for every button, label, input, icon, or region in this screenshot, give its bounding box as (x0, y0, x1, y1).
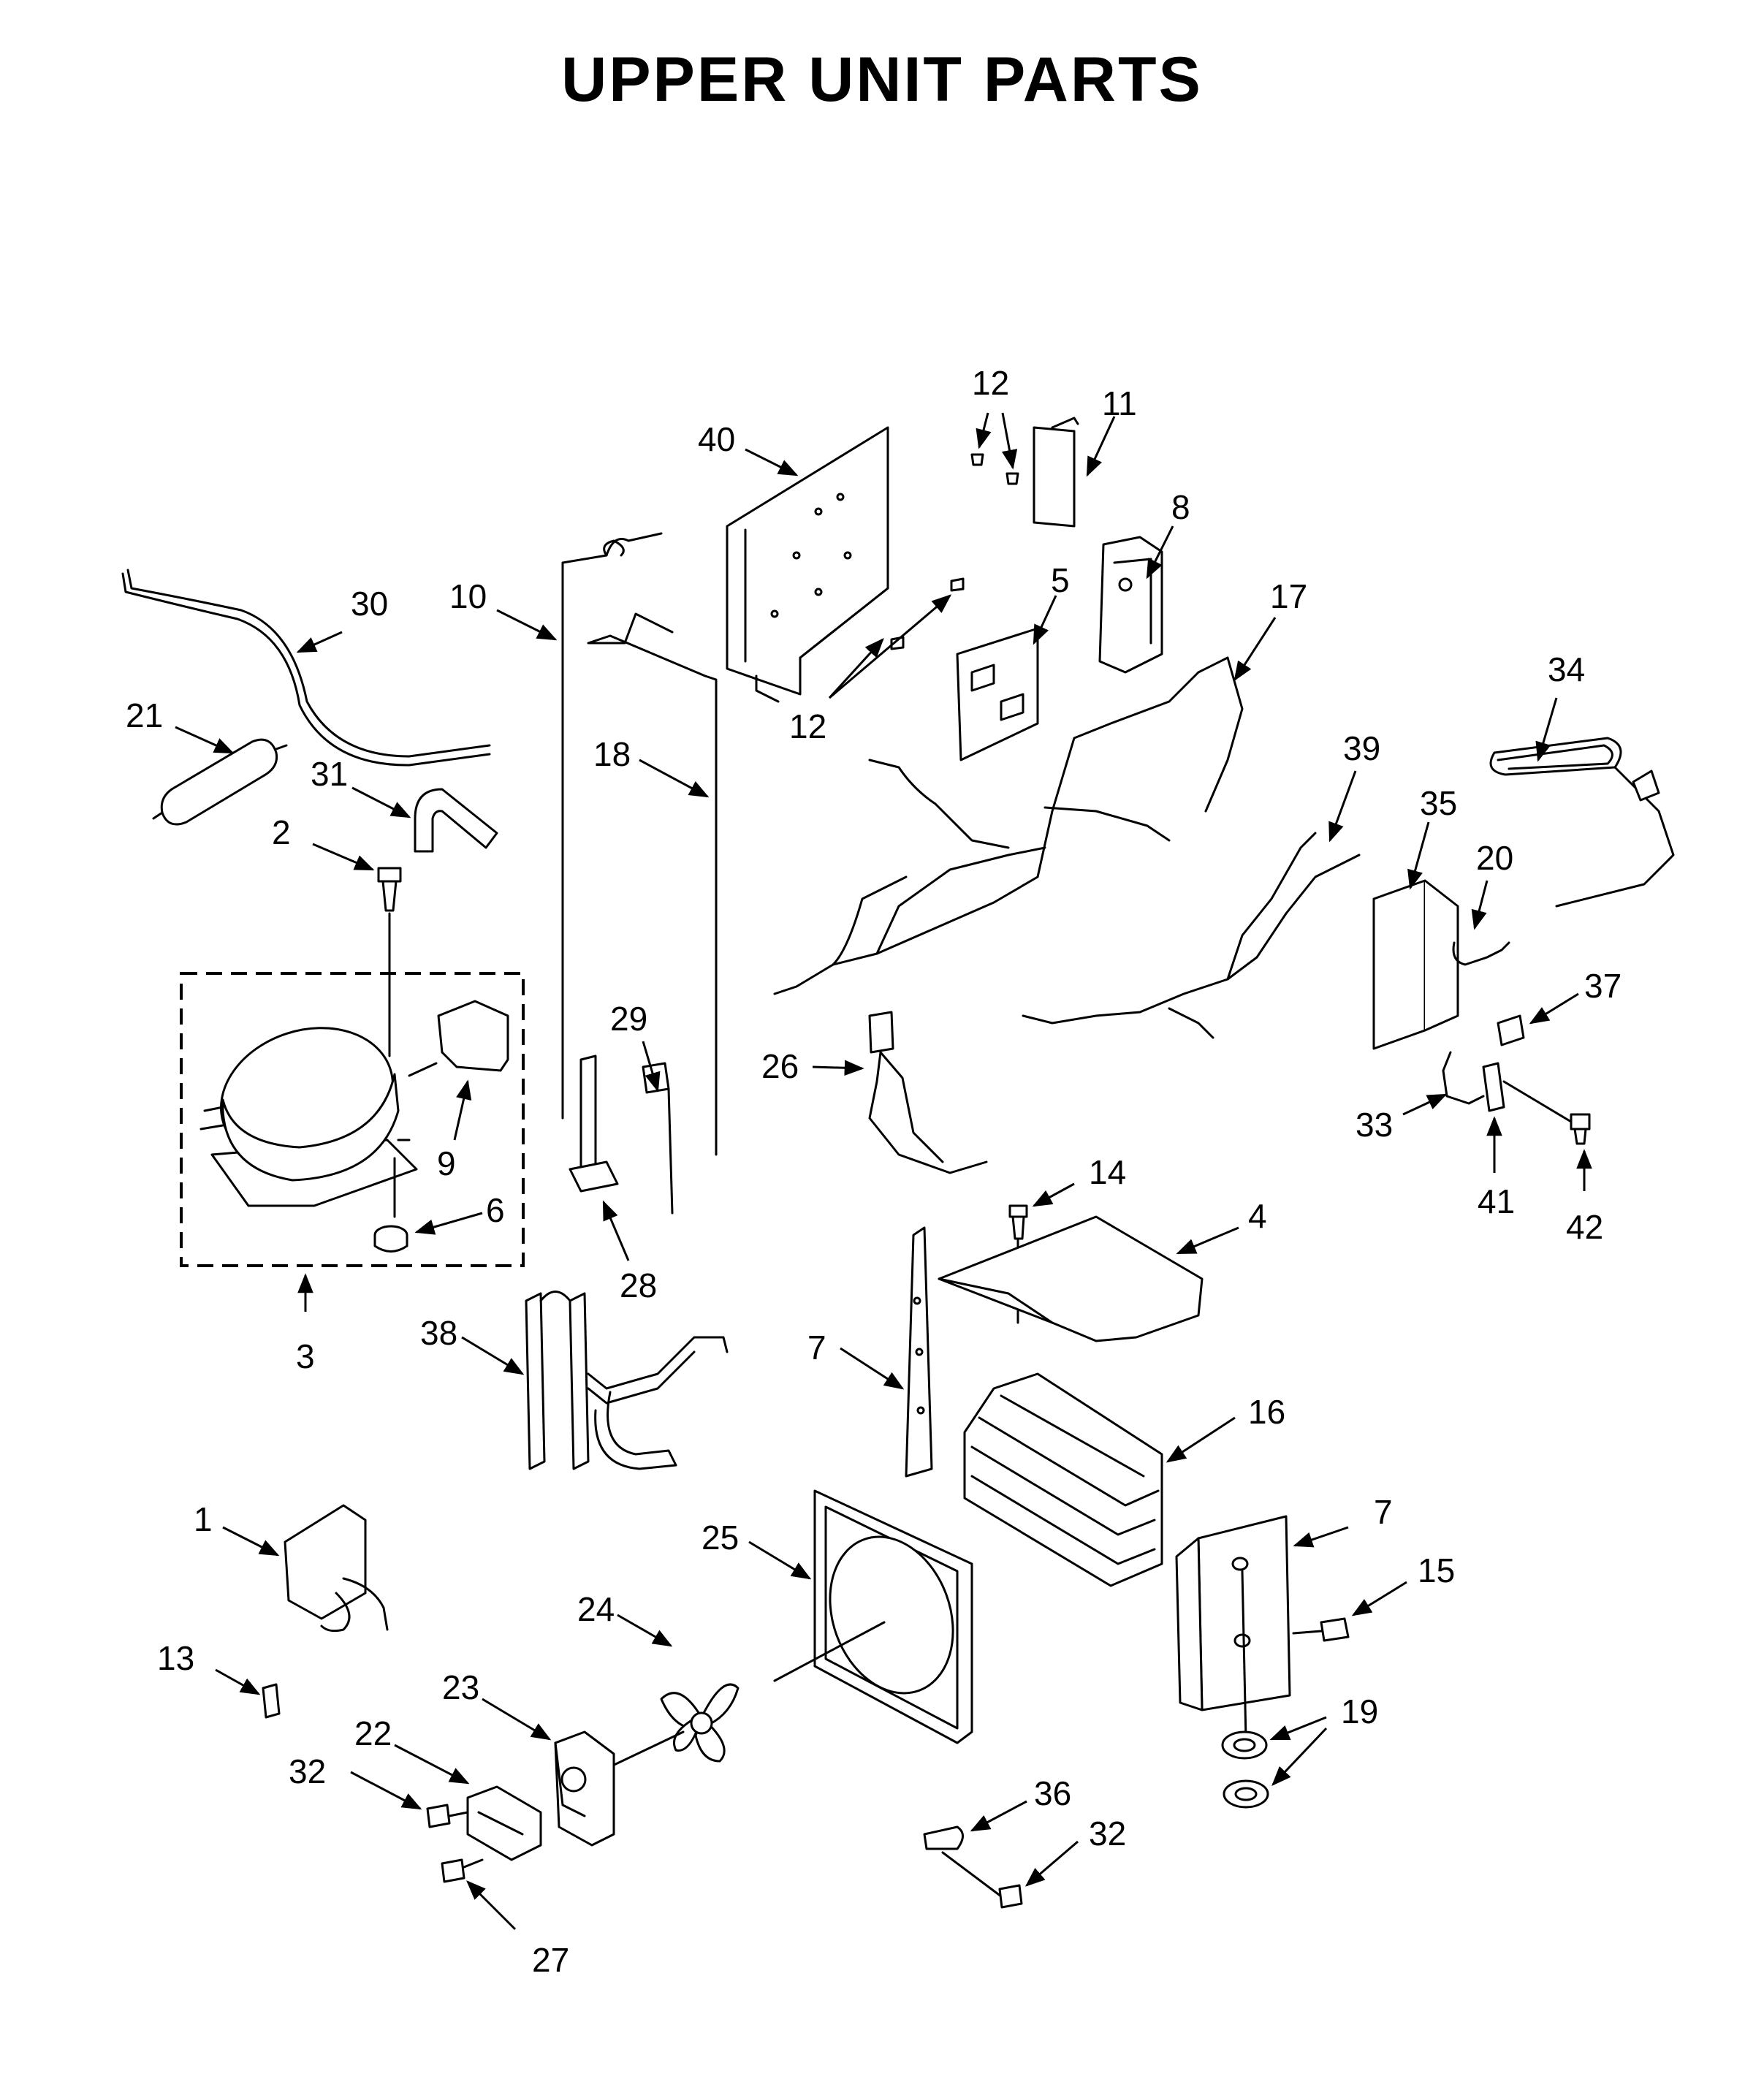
callout-31: 31 (311, 755, 348, 793)
callout-34: 34 (1548, 650, 1585, 688)
part-24-fan-blade[interactable] (660, 1683, 740, 1763)
callout-12-mid: 12 (789, 707, 826, 745)
callout-28: 28 (620, 1266, 657, 1304)
part-13-clip[interactable] (262, 1683, 281, 1719)
part-5-control-board[interactable] (956, 627, 1039, 761)
callout-22: 22 (354, 1714, 392, 1752)
part-22-motor-bracket[interactable] (466, 1785, 542, 1861)
part-19-grommet-b[interactable] (1223, 1779, 1269, 1809)
callout-6: 6 (486, 1191, 505, 1229)
part-26-tube[interactable] (868, 1011, 988, 1174)
diagram-title: UPPER UNIT PARTS (561, 45, 1203, 115)
part-31-hose[interactable] (414, 788, 498, 853)
callout-27: 27 (532, 1941, 569, 1979)
callout-7-right: 7 (1374, 1493, 1393, 1531)
callout-17: 17 (1270, 577, 1307, 615)
callout-15: 15 (1418, 1551, 1455, 1589)
part-33-wire[interactable] (1442, 1051, 1485, 1105)
callout-38: 38 (420, 1314, 457, 1352)
part-6-grommet[interactable] (373, 1157, 408, 1253)
callout-labels: 30 21 31 2 9 6 3 10 18 40 12 11 8 5 17 1… (126, 364, 1622, 1979)
callout-7-left: 7 (807, 1329, 826, 1367)
callout-40: 40 (698, 420, 735, 458)
part-16-condenser[interactable] (963, 1372, 1163, 1587)
callout-23: 23 (442, 1668, 479, 1706)
callout-3: 3 (296, 1337, 315, 1375)
part-11-board[interactable] (1033, 417, 1079, 528)
callout-2: 2 (272, 813, 291, 851)
callout-1: 1 (194, 1500, 213, 1538)
part-27-screw[interactable] (441, 1858, 484, 1883)
part-42-screw[interactable] (1570, 1113, 1591, 1145)
callout-20: 20 (1476, 839, 1513, 877)
part-32-screw-right[interactable] (998, 1884, 1023, 1909)
part-28-bracket[interactable] (569, 1054, 619, 1193)
callout-18: 18 (593, 735, 631, 773)
part-3-kit-boundary (180, 972, 525, 1267)
part-25-fan-shroud[interactable] (809, 1489, 974, 1744)
leader-lines (175, 412, 1592, 1931)
part-38-tube-assembly[interactable] (525, 1291, 729, 1470)
callout-26: 26 (761, 1047, 799, 1085)
callout-37: 37 (1584, 967, 1622, 1005)
part-7-bracket-right[interactable] (1175, 1515, 1291, 1741)
part-20-switch[interactable] (1452, 941, 1510, 966)
part-41-sensor[interactable] (1482, 1062, 1505, 1112)
part-36-clip[interactable] (923, 1825, 964, 1850)
callout-21: 21 (126, 696, 163, 734)
callout-30: 30 (351, 585, 388, 623)
callout-25: 25 (702, 1519, 739, 1557)
part-29-sensor[interactable] (642, 1062, 674, 1215)
part-34-heater[interactable] (1489, 737, 1675, 908)
part-7-strip-left[interactable] (905, 1226, 933, 1478)
callout-42: 42 (1566, 1208, 1603, 1246)
callout-9: 9 (437, 1144, 456, 1182)
callout-32-right: 32 (1089, 1814, 1126, 1852)
callout-36: 36 (1034, 1774, 1071, 1812)
part-37-switch[interactable] (1497, 1014, 1525, 1046)
part-1-inverter[interactable] (284, 1504, 389, 1633)
callout-29: 29 (610, 1000, 647, 1038)
part-2-screw[interactable] (377, 867, 402, 1057)
part-39-wire-harness[interactable] (1022, 854, 1361, 1025)
callout-10: 10 (449, 577, 487, 615)
part-15-screw[interactable] (1292, 1617, 1350, 1642)
callout-39: 39 (1343, 729, 1380, 767)
callout-35: 35 (1420, 784, 1457, 822)
part-8-housing[interactable] (1098, 536, 1163, 674)
callout-24: 24 (577, 1590, 615, 1628)
part-32-screw-left[interactable] (426, 1804, 469, 1828)
callout-4: 4 (1248, 1197, 1267, 1235)
part-4-cover[interactable] (938, 1215, 1204, 1342)
part-17-wire-harness[interactable] (773, 656, 1244, 995)
part-9-relay[interactable] (437, 1000, 509, 1072)
callout-41: 41 (1478, 1182, 1515, 1220)
part-30-tube[interactable] (126, 569, 491, 758)
callout-13: 13 (157, 1639, 194, 1677)
part-12-screw-group-a[interactable] (970, 453, 1019, 485)
callout-11: 11 (1102, 384, 1137, 422)
callout-5: 5 (1051, 561, 1070, 599)
callout-32-left: 32 (289, 1752, 326, 1790)
part-23-fan-motor[interactable] (554, 1730, 615, 1847)
callout-12-top: 12 (972, 364, 1009, 402)
callout-14: 14 (1089, 1153, 1126, 1191)
callout-19: 19 (1341, 1692, 1378, 1730)
part-40-bracket[interactable] (726, 426, 889, 703)
callout-8: 8 (1171, 488, 1190, 526)
part-35-bracket[interactable] (1372, 879, 1459, 1050)
callout-33: 33 (1356, 1106, 1393, 1144)
callout-16: 16 (1248, 1393, 1285, 1431)
part-19-grommet-a[interactable] (1221, 1730, 1268, 1760)
part-3-compressor[interactable] (199, 1006, 418, 1207)
part-18-wire[interactable] (587, 612, 718, 1156)
part-21-drier[interactable] (152, 738, 288, 826)
